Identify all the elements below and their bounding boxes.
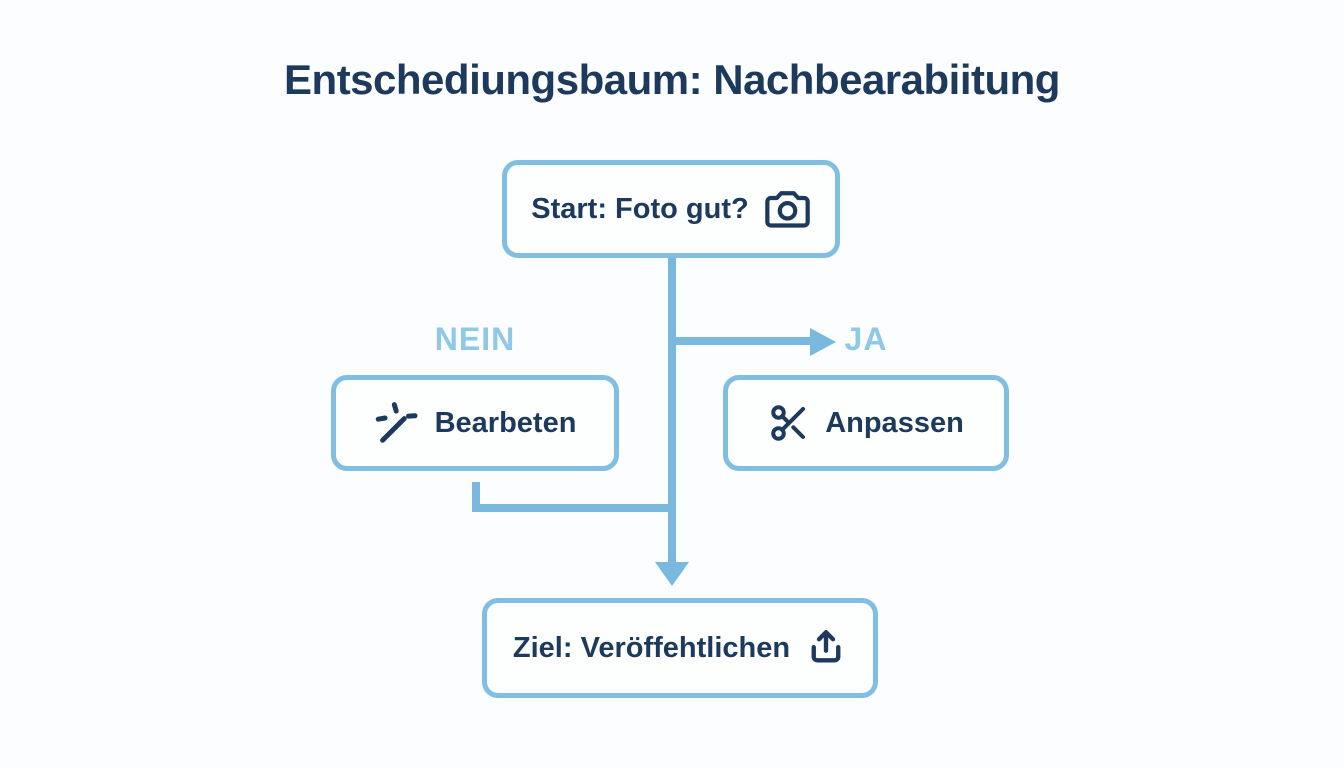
node-goal-label: Ziel: Veröffehtlichen [512,631,791,664]
page-title: Entschediungsbaum: Nachbearabiitung [284,56,1060,103]
camera-icon [764,187,811,231]
node-bearbeten: Bearbeten [331,375,619,471]
node-goal: Ziel: Veröffehtlichen [482,598,878,698]
arrowhead-right-icon [810,328,836,356]
magic-wand-icon [374,398,420,448]
connector-yes-branch [676,337,810,345]
connector-start-to-goal [668,258,676,563]
arrowhead-down-icon [655,562,689,586]
node-bearbeten-label: Bearbeten [434,406,577,439]
node-anpassen-label: Anpassen [825,406,964,439]
connector-edit-elbow-vertical [472,482,480,512]
branch-label-nein: NEIN [434,321,516,357]
scissors-icon [768,400,810,446]
node-start: Start: Foto gut? [502,160,840,258]
node-anpassen: Anpassen [723,375,1009,471]
branch-label-ja: JA [844,321,888,357]
node-start-label: Start: Foto gut? [531,192,749,225]
upload-icon [805,625,847,671]
connector-edit-elbow-horizontal [472,504,676,512]
